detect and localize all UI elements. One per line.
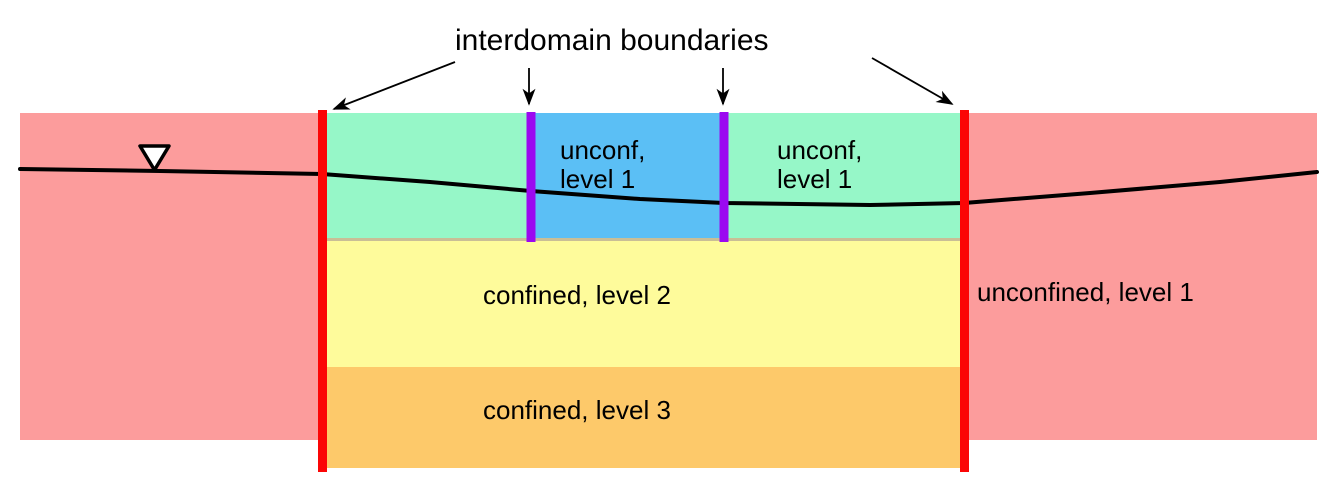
region-label-unconf-blue: unconf, level 1 <box>560 135 646 195</box>
region-confined-level-2 <box>322 241 965 367</box>
annotation-arrow-layer <box>332 57 954 110</box>
region-unconfined-right-pink <box>965 113 1317 440</box>
water-table-triangle-icon <box>138 144 171 172</box>
region-confined-level-3 <box>322 367 965 468</box>
arrow-to-right-red-boundary <box>871 57 954 105</box>
region-unconfined-blue <box>532 113 724 241</box>
region-label-confined-level-3: confined, level 3 <box>483 395 671 425</box>
region-label-confined-level-2: confined, level 2 <box>483 280 671 310</box>
interdomain-boundary-layer <box>318 110 969 472</box>
region-unconfined-green-mid-right <box>724 113 965 241</box>
region-label-unconf-green: unconf, level 1 <box>777 135 863 195</box>
page-title: interdomain boundaries <box>455 24 769 57</box>
arrow-to-left-red-boundary <box>332 61 456 110</box>
region-label-unconfined-right: unconfined, level 1 <box>977 277 1194 307</box>
region-unconfined-left-pink <box>20 113 322 440</box>
water-table-line <box>18 167 1319 207</box>
aquitard-divider-line <box>322 238 965 242</box>
region-layer <box>20 113 1317 468</box>
